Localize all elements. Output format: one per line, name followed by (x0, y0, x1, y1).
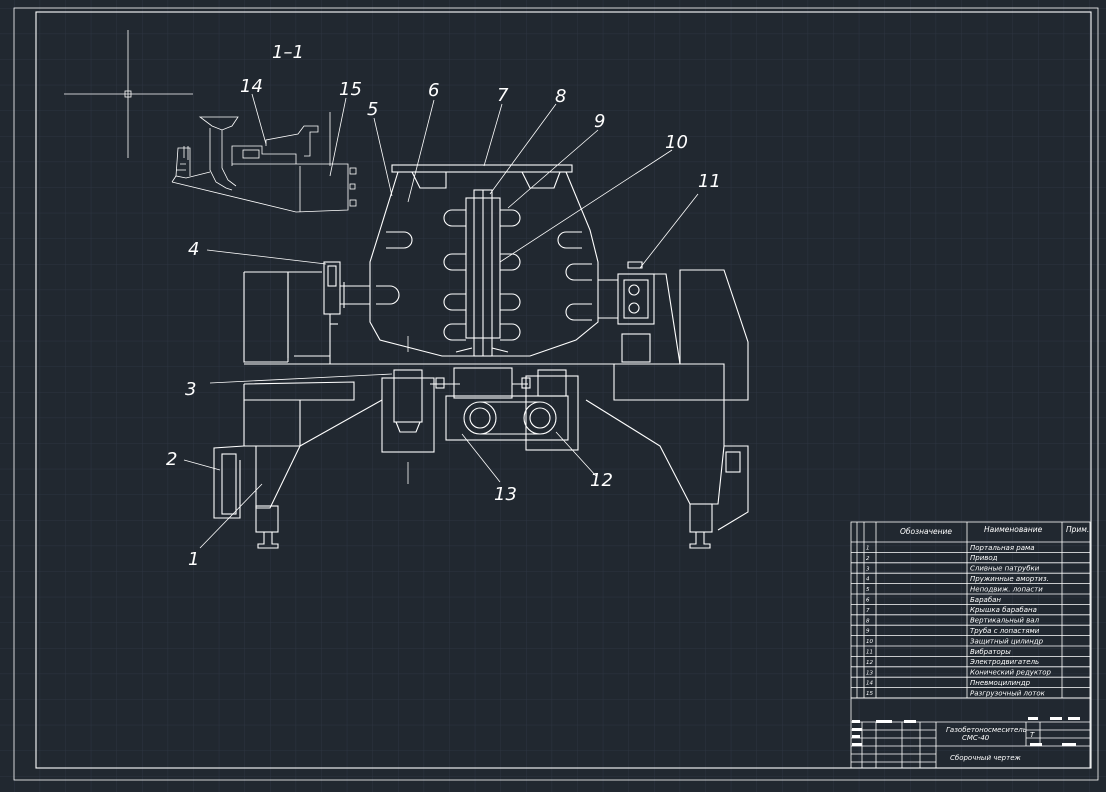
callout-4: 4 (188, 239, 199, 260)
callout-numbers: 1 2 3 4 5 6 7 8 9 10 11 12 13 14 15 (166, 76, 721, 570)
title-block: Т Газобетоносмеситель СМС-40 Сборочный ч… (850, 697, 1091, 769)
callout-3: 3 (185, 379, 196, 400)
crosshair-cursor-icon[interactable] (64, 30, 193, 158)
spec-row-position: 8 (866, 618, 870, 624)
spec-row-name: Привод (970, 554, 998, 562)
spec-row-position: 4 (866, 577, 870, 583)
product-title-line2: СМС-40 (962, 734, 990, 742)
spec-row-name: Защитный цилиндр (970, 637, 1044, 645)
callout-5: 5 (367, 99, 378, 120)
callout-2: 2 (166, 449, 177, 470)
header-name: Наименование (984, 525, 1043, 534)
spec-row-name: Вертикальный вал (970, 617, 1040, 625)
callout-9: 9 (594, 111, 605, 132)
spec-row-position: 5 (866, 587, 870, 593)
spec-row-position: 3 (866, 566, 870, 572)
spec-row-position: 14 (866, 681, 873, 687)
sheet-number-mark: Т (1030, 731, 1035, 739)
spec-row-name: Электродвигатель (969, 658, 1039, 666)
spec-row-name: Разгрузочный лоток (970, 689, 1046, 697)
spec-row-position: 12 (866, 660, 873, 666)
spec-row-position: 6 (866, 598, 870, 604)
product-title-line1: Газобетоносмеситель (946, 726, 1027, 734)
section-label: 1–1 (272, 42, 304, 63)
spec-row-position: 9 (866, 629, 870, 635)
spec-row-position: 2 (866, 556, 870, 562)
spec-rows: 1 Портальная рама 2 Привод 3 Сливные патрубки… (851, 544, 1090, 699)
spec-row-position: 7 (866, 608, 870, 614)
document-type: Сборочный чертеж (950, 754, 1021, 762)
spec-row-position: 11 (866, 650, 873, 656)
callout-7: 7 (497, 85, 509, 106)
spec-row-name: Пневмоцилиндр (970, 679, 1031, 687)
callout-8: 8 (555, 86, 566, 107)
spec-row-position: 13 (866, 670, 873, 676)
header-note: Прим. (1066, 525, 1089, 534)
spec-row-name: Конический редуктор (970, 669, 1052, 677)
spec-row-name: Портальная рама (970, 544, 1035, 552)
section-view-1-1 (171, 112, 357, 213)
spec-row-position: 1 (866, 546, 870, 552)
spec-row-name: Пружинные амортиз. (970, 575, 1049, 583)
callout-1: 1 (188, 549, 199, 570)
spec-row-name: Вибраторы (970, 648, 1011, 656)
callout-10: 10 (665, 132, 688, 153)
spec-row-name: Труба с лопастями (970, 627, 1040, 635)
spec-row-name: Барабан (970, 596, 1001, 604)
sheet-inner-frame (35, 11, 1092, 769)
callout-11: 11 (698, 171, 721, 192)
callout-12: 12 (590, 470, 613, 491)
header-designation: Обозначение (900, 527, 952, 536)
spec-row-position: 10 (866, 639, 873, 645)
callout-6: 6 (428, 80, 439, 101)
spec-row-position: 15 (866, 691, 873, 697)
callout-13: 13 (494, 484, 517, 505)
mixer-assembly-drawing (183, 93, 749, 549)
callout-14: 14 (240, 76, 263, 97)
callout-15: 15 (339, 79, 362, 100)
spec-row-name: Крышка барабана (970, 606, 1037, 614)
spec-row-name: Неподвиж. лопасти (970, 585, 1043, 593)
sheet-outer-frame (13, 7, 1099, 781)
spec-row-name: Сливные патрубки (970, 565, 1040, 573)
